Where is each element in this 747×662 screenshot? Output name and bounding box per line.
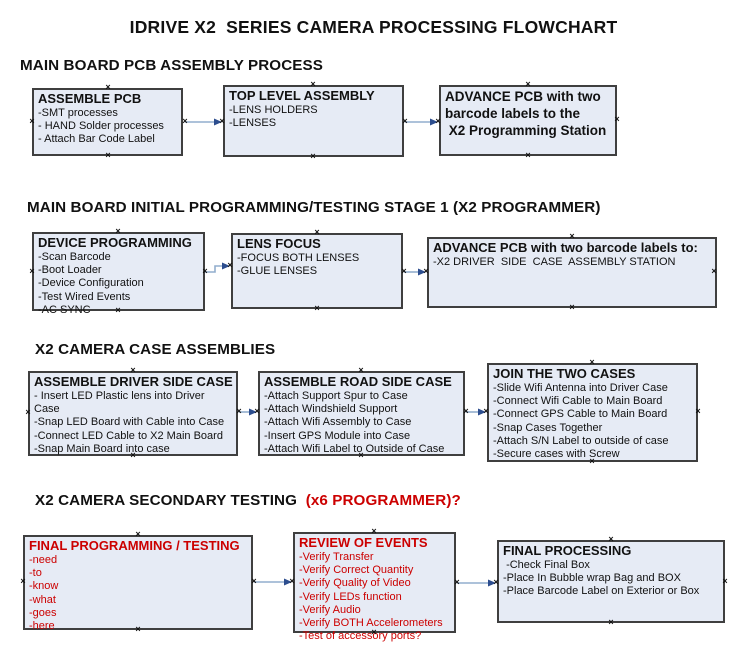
box-item: -Verify Audio xyxy=(299,603,361,616)
box-item: -Verify LEDs function xyxy=(299,590,402,603)
box-item: -Check Final Box xyxy=(503,559,590,571)
flow-box-advance-pcb-programming-station[interactable]: ADVANCE PCB with two barcode labels to t… xyxy=(439,85,617,156)
box-title: FINAL PROCESSING xyxy=(503,543,632,558)
box-item: -Test Wired Events xyxy=(38,290,131,303)
connector-arrow[interactable] xyxy=(185,118,222,126)
box-title: LENS FOCUS xyxy=(237,236,321,251)
box-item: -Snap LED Board with Cable into Case xyxy=(34,416,225,429)
connector-arrow[interactable] xyxy=(466,408,486,416)
box-item: -AC SYNC xyxy=(38,303,91,316)
box-items: -Scan Barcode-Boot Loader-Device Configu… xyxy=(38,251,200,317)
box-item: -Place Barcode Label on Exterior or Box xyxy=(503,585,700,598)
box-title: JOIN THE TWO CASES xyxy=(493,366,636,381)
box-items: -FOCUS BOTH LENSES-GLUE LENSES xyxy=(237,252,398,278)
flow-box-final-programming-testing[interactable]: FINAL PROGRAMMING / TESTING -need-to-kno… xyxy=(23,535,253,633)
connector-arrow[interactable] xyxy=(239,408,257,416)
flow-box-assemble-pcb[interactable]: ASSEMBLE PCB -SMT processes- HAND Solder… xyxy=(32,88,183,156)
box-item: -Place In Bubble wrap Bag and BOX xyxy=(503,572,681,585)
connector-arrow[interactable] xyxy=(205,262,230,273)
box-item: -Connect LED Cable to X2 Main Board xyxy=(34,429,223,442)
connector-arrow[interactable] xyxy=(404,268,426,276)
box-items: -SMT processes- HAND Solder processes- A… xyxy=(38,107,178,147)
flow-box-advance-pcb-driver-side-case[interactable]: ADVANCE PCB with two barcode labels to: … xyxy=(427,237,717,308)
box-item: -Secure cases with Screw xyxy=(493,448,620,461)
box-item: - HAND Solder processes xyxy=(38,120,164,133)
box-items: -Attach Support Spur to Case-Attach Wind… xyxy=(264,390,460,456)
connection-point-marker: × xyxy=(182,116,188,127)
box-items: - Insert LED Plastic lens into Driver Ca… xyxy=(34,390,233,456)
box-item: - Attach Bar Code Label xyxy=(38,133,155,146)
box-item: -Attach Wifi Label to Outside of Case xyxy=(264,442,445,455)
box-item: -to xyxy=(29,567,42,580)
box-title: FINAL PROGRAMMING / TESTING xyxy=(29,538,240,553)
box-item: -Insert GPS Module into Case xyxy=(264,429,411,442)
flow-box-device-programming[interactable]: DEVICE PROGRAMMING -Scan Barcode-Boot Lo… xyxy=(32,232,205,316)
section-header-pcb-assembly: MAIN BOARD PCB ASSEMBLY PROCESS xyxy=(20,57,323,74)
connector-arrow[interactable] xyxy=(254,578,292,586)
box-item: -Attach Windshield Support xyxy=(264,403,398,416)
flow-box-join-the-two-cases[interactable]: JOIN THE TWO CASES -Slide Wifi Antenna i… xyxy=(487,363,698,462)
box-item: -Verify Quality of Video xyxy=(299,577,411,590)
box-item: -Attach Wifi Assembly to Case xyxy=(264,416,412,429)
box-item: -Attach Support Spur to Case xyxy=(264,390,408,402)
box-item: -need xyxy=(29,554,58,566)
section-header-secondary-testing: X2 CAMERA SECONDARY TESTING (x6 PROGRAMM… xyxy=(35,492,461,509)
box-title: REVIEW OF EVENTS xyxy=(299,535,428,550)
flow-box-assemble-road-side-case[interactable]: ASSEMBLE ROAD SIDE CASE -Attach Support … xyxy=(258,371,465,456)
flow-box-lens-focus[interactable]: LENS FOCUS -FOCUS BOTH LENSES-GLUE LENSE… xyxy=(231,233,403,309)
flow-box-final-processing[interactable]: FINAL PROCESSING -Check Final Box-Place … xyxy=(497,540,725,623)
box-title: TOP LEVEL ASSEMBLY xyxy=(229,88,375,103)
box-title: ASSEMBLE ROAD SIDE CASE xyxy=(264,374,452,389)
box-item: -what xyxy=(29,593,56,606)
box-item: -Snap Main Board into case xyxy=(34,442,170,455)
box-item: -Test of accessory ports? xyxy=(299,630,422,643)
box-item: -SMT processes xyxy=(38,107,118,119)
box-item: -FOCUS BOTH LENSES xyxy=(237,252,360,264)
box-item: -Snap Cases Together xyxy=(493,421,603,434)
connector-arrow[interactable] xyxy=(405,118,438,126)
box-item: -Slide Wifi Antenna into Driver Case xyxy=(493,382,668,394)
box-items: -need-to-know-what-goes-here xyxy=(29,554,248,633)
box-title: ASSEMBLE PCB xyxy=(38,91,142,106)
box-item: -goes xyxy=(29,606,57,619)
box-items: -LENS HOLDERS-LENSES xyxy=(229,104,399,130)
box-item: -LENS HOLDERS xyxy=(229,104,318,116)
box-item: -GLUE LENSES xyxy=(237,265,318,278)
page-title: IDRIVE X2 SERIES CAMERA PROCESSING FLOWC… xyxy=(129,17,618,37)
box-item: -Connect Wifi Cable to Main Board xyxy=(493,395,663,408)
flow-box-assemble-driver-side-case[interactable]: ASSEMBLE DRIVER SIDE CASE - Insert LED P… xyxy=(28,371,238,456)
flow-box-top-level-assembly[interactable]: TOP LEVEL ASSEMBLY -LENS HOLDERS-LENSES xyxy=(223,85,404,157)
box-item: -Scan Barcode xyxy=(38,251,111,263)
box-title: DEVICE PROGRAMMING xyxy=(38,235,192,250)
box-title: ADVANCE PCB with two barcode labels to: xyxy=(433,240,698,255)
box-item: -Boot Loader xyxy=(38,264,102,277)
box-items: -X2 DRIVER SIDE CASE ASSEMBLY STATION xyxy=(433,256,712,269)
section-header-case-assemblies: X2 CAMERA CASE ASSEMBLIES xyxy=(35,341,276,358)
box-item: -here xyxy=(29,620,55,633)
box-item: -Attach S/N Label to outside of case xyxy=(493,434,669,447)
box-item: -Verify Transfer xyxy=(299,551,374,563)
box-item: -Connect GPS Cable to Main Board xyxy=(493,408,668,421)
section-header-initial-programming: MAIN BOARD INITIAL PROGRAMMING/TESTING S… xyxy=(27,199,601,216)
box-item: -LENSES xyxy=(229,117,277,130)
box-items: -Slide Wifi Antenna into Driver Case-Con… xyxy=(493,382,693,461)
box-title: ADVANCE PCB with two barcode labels to t… xyxy=(445,89,607,138)
section-header-secondary-testing-text: X2 CAMERA SECONDARY TESTING xyxy=(35,492,306,509)
box-title: ASSEMBLE DRIVER SIDE CASE xyxy=(34,374,233,389)
box-item: - Insert LED Plastic lens into Driver Ca… xyxy=(34,390,208,416)
flow-box-review-of-events[interactable]: REVIEW OF EVENTS -Verify Transfer-Verify… xyxy=(293,532,456,642)
box-item: -X2 DRIVER SIDE CASE ASSEMBLY STATION xyxy=(433,256,676,268)
box-item: -Verify Correct Quantity xyxy=(299,564,414,577)
section-header-programmer-question: (x6 PROGRAMMER)? xyxy=(305,492,461,509)
box-items: -Verify Transfer-Verify Correct Quantity… xyxy=(299,551,451,643)
box-item: -Device Configuration xyxy=(38,277,144,290)
connector-arrow[interactable] xyxy=(457,579,496,587)
box-item: -know xyxy=(29,580,59,593)
box-items: -Check Final Box-Place In Bubble wrap Ba… xyxy=(503,559,720,599)
box-item: -Verify BOTH Accelerometers xyxy=(299,617,443,630)
